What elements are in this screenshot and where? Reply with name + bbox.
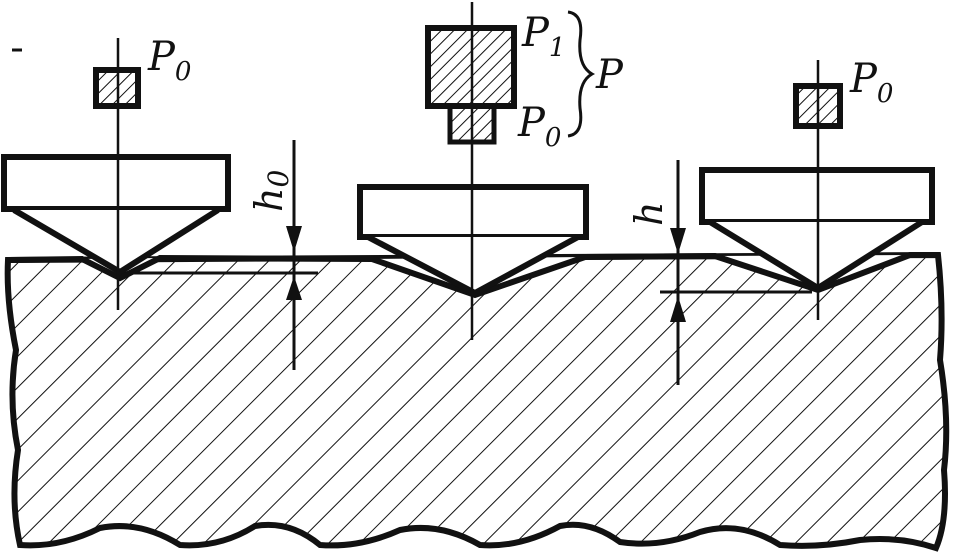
down-arrow-icon — [670, 228, 686, 254]
right-indenter: P0 — [699, 56, 935, 320]
left-indenter: P0 — [1, 34, 231, 310]
specimen-block — [4, 251, 950, 552]
left-load-label: P0 — [147, 34, 191, 87]
total-load-brace — [567, 10, 596, 138]
depth-initial-label: h0 — [247, 170, 295, 212]
middle-preload-label: P0 — [517, 100, 561, 153]
left-indenter-cone — [12, 207, 220, 276]
right-preload-weight — [793, 83, 843, 129]
up-arrow-icon — [286, 276, 302, 300]
left-indenter-body — [1, 154, 231, 212]
main-load-label: P1 — [521, 10, 565, 63]
main-load-weight — [425, 25, 517, 109]
up-arrow-icon — [670, 296, 686, 322]
middle-indenter: P1 P0 P — [357, 2, 624, 340]
depth-final-label: h — [627, 202, 671, 226]
depth-final-dimension: h — [627, 160, 686, 385]
left-preload-weight — [93, 67, 141, 109]
middle-preload-weight — [447, 103, 497, 145]
right-load-label: P0 — [849, 56, 893, 109]
depth-initial-dimension: h0 — [247, 140, 302, 370]
down-arrow-icon — [286, 226, 302, 252]
total-load-label: P — [595, 52, 624, 98]
